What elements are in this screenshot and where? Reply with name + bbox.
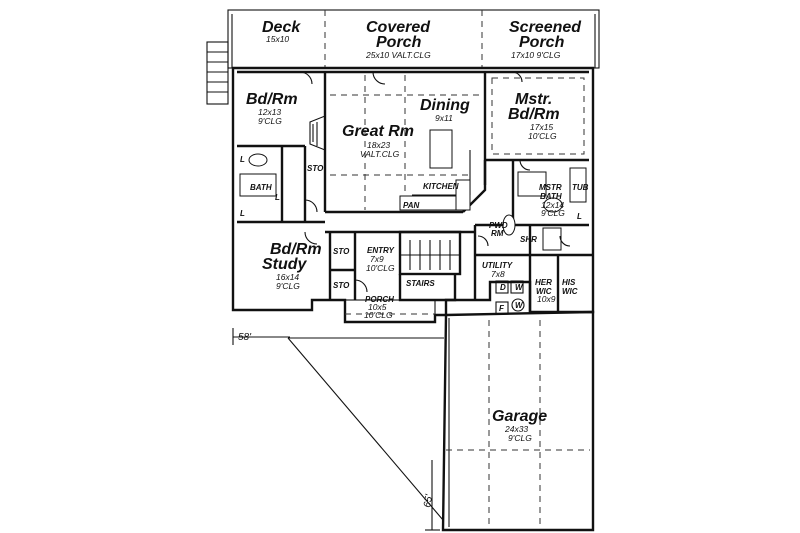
stairs-label: STAIRS	[406, 279, 435, 288]
study-label-2: Study	[262, 256, 308, 273]
her-wic-label-2: WIC	[536, 287, 552, 296]
width-dimension: 58'	[238, 332, 252, 343]
linen-label-3: L	[240, 209, 245, 218]
deck-size: 15x10	[266, 34, 289, 44]
depth-dimension: 65'	[422, 493, 435, 509]
powder-label-1: PWD	[489, 221, 508, 230]
master-label-2: Bd/Rm	[508, 106, 560, 123]
utility-label: UTILITY	[482, 261, 513, 270]
linen-label-4: L	[577, 212, 582, 221]
bath-fixtures	[239, 153, 587, 251]
entry-ceiling: 10'CLG	[366, 263, 395, 273]
master-bath-ceiling: 9'CLG	[541, 208, 565, 218]
dimension-lines	[232, 328, 440, 531]
study-label-1: Bd/Rm	[270, 241, 322, 258]
kitchen-label: KITCHEN	[423, 182, 459, 191]
covered-porch-label-1: Covered	[366, 19, 431, 36]
porch-size: 10x5	[368, 302, 387, 312]
entry-size: 7x9	[370, 254, 384, 264]
dining-label: Dining	[420, 97, 470, 114]
her-wic-size: 10x9	[537, 294, 556, 304]
master-bath-label-1: MSTR	[539, 183, 562, 192]
tub-label: TUB	[572, 183, 589, 192]
furnace-label: F	[499, 304, 505, 313]
master-label-1: Mstr.	[515, 91, 552, 108]
storage-label-1: STO	[307, 164, 324, 173]
great-room-ceiling: VALT.CLG	[360, 149, 400, 159]
garage-size: 24x33	[504, 424, 528, 434]
kitchen-counters	[399, 129, 471, 211]
great-room-size: 18x23	[367, 140, 390, 150]
dimension-labels: 58' 65'	[238, 332, 435, 509]
garage-ceiling: 9'CLG	[508, 433, 532, 443]
bedroom-label: Bd/Rm	[246, 91, 298, 108]
bedroom-size: 12x13	[258, 107, 281, 117]
master-size: 17x15	[530, 122, 553, 132]
porch-label: PORCH	[365, 295, 394, 304]
powder-label-2: RM	[491, 229, 504, 238]
porch-ceiling: 10'CLG	[364, 310, 393, 320]
linen-label-1: L	[240, 155, 245, 164]
his-wic-label-1: HIS	[562, 278, 576, 287]
covered-porch-size: 25x10 VALT.CLG	[365, 50, 431, 60]
study-ceiling: 9'CLG	[276, 281, 300, 291]
driveway	[287, 337, 444, 521]
door-swings	[299, 71, 571, 293]
room-labels: Deck 15x10 Covered Porch 25x10 VALT.CLG …	[246, 19, 582, 443]
bedroom-ceiling: 9'CLG	[258, 116, 282, 126]
pantry-label: PAN	[403, 201, 420, 210]
fixture-labels: STO STO STO L L L L SHR TUB D W F W	[240, 155, 589, 315]
water-heater-label: W	[515, 301, 524, 310]
her-wic-label-1: HER	[535, 278, 552, 287]
washer-label: W	[515, 283, 524, 292]
fireplace	[309, 115, 326, 151]
garage-label: Garage	[492, 408, 547, 425]
screened-porch-size: 17x10 9'CLG	[511, 50, 561, 60]
dryer-label: D	[500, 283, 506, 292]
utility-size: 7x8	[491, 269, 505, 279]
entry-label: ENTRY	[367, 246, 395, 255]
bath-label: BATH	[250, 183, 272, 192]
deck-label: Deck	[262, 19, 301, 36]
dining-size: 9x11	[435, 113, 453, 123]
master-bath-label-2: BATH	[540, 192, 562, 201]
covered-porch-label-2: Porch	[376, 34, 422, 51]
stair-treads	[400, 240, 460, 270]
master-bath-size: 12x14	[541, 200, 564, 210]
his-wic-label-2: WIC	[562, 287, 578, 296]
linen-label-2: L	[275, 193, 280, 202]
screened-porch-label-1: Screened	[509, 19, 582, 36]
deck-steps	[206, 41, 229, 105]
screened-porch-label-2: Porch	[519, 34, 565, 51]
master-ceiling: 10'CLG	[528, 131, 557, 141]
study-size: 16x14	[276, 272, 299, 282]
shower-label: SHR	[520, 235, 537, 244]
interior-walls	[237, 72, 593, 312]
storage-label-3: STO	[333, 281, 350, 290]
ceiling-lines	[330, 75, 585, 210]
entry-porch	[344, 299, 436, 323]
great-room-label: Great Rm	[342, 123, 414, 140]
storage-label-2: STO	[333, 247, 350, 256]
garage-walls	[441, 310, 595, 532]
